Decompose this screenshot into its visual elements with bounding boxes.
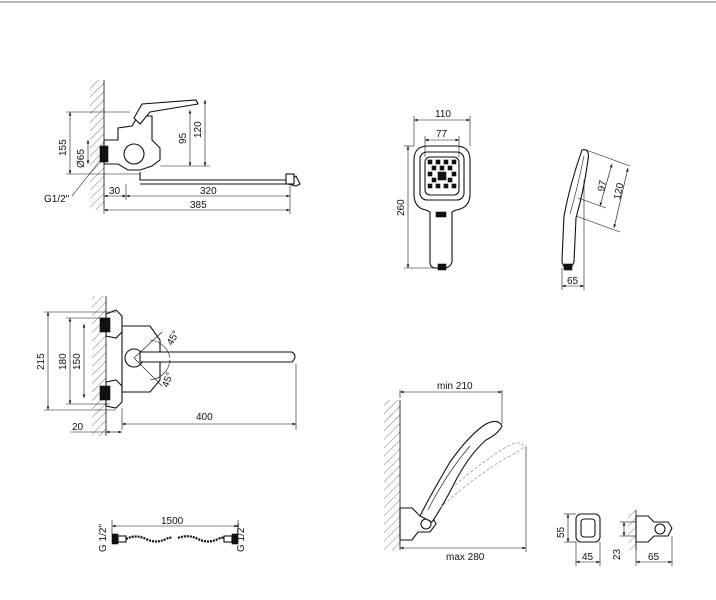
hose-body-left (125, 535, 173, 543)
shower-side-edge (569, 155, 585, 215)
label-max: max 280 (446, 552, 485, 563)
wall-hatch-bracket (628, 510, 636, 550)
holder-view: min 210 max 280 (384, 381, 527, 563)
ext-side-120 (575, 215, 621, 233)
spout-tip-side (285, 173, 295, 185)
spout-top (139, 351, 296, 363)
eccentric-side (99, 145, 109, 163)
label-155: 155 (58, 139, 69, 156)
label-97: 97 (596, 179, 609, 193)
top-view: 45° 45° 215 180 150 400 20 (36, 296, 297, 436)
label-120: 120 (193, 121, 204, 138)
label-385: 385 (190, 200, 207, 211)
wall-hatch-side (90, 80, 104, 210)
bracket-front: 55 45 (556, 513, 601, 566)
label-hose-thread-left: G 1/2" (98, 524, 109, 552)
ext-side-97 (577, 197, 607, 209)
dim-line-120-side (613, 167, 629, 229)
hose-nut-left (111, 533, 119, 545)
ext-side-top (585, 149, 631, 167)
label-23: 23 (612, 548, 623, 560)
hand-shower-side: 97 120 65 (561, 149, 631, 290)
hand-shower-front: 110 77 260 (396, 109, 471, 271)
hose-view: 1500 G 1/2" G 1/2" (98, 516, 247, 552)
angle-ray-bottom (133, 357, 163, 387)
label-65-shower: 65 (567, 276, 579, 287)
spout-side (139, 172, 301, 187)
label-45-bracket: 45 (582, 552, 594, 563)
label-65-bracket: 65 (648, 552, 660, 563)
label-20: 20 (72, 422, 84, 433)
label-1500: 1500 (161, 516, 184, 527)
label-260: 260 (396, 199, 407, 216)
label-55: 55 (556, 526, 567, 538)
lever-side (133, 99, 199, 125)
label-hose-thread-right: G 1/2" (236, 524, 247, 552)
label-thread-side: G1/2" (44, 194, 70, 205)
label-150: 150 (72, 353, 83, 370)
holder-shower-body (419, 420, 503, 523)
hose-nut-right (231, 533, 239, 545)
bracket-front-inner (580, 518, 596, 538)
side-view: 155 Ø65 120 95 G1/2" 30 320 385 (44, 80, 301, 214)
bracket-side-pivot (654, 523, 666, 535)
handle-thread (437, 263, 447, 271)
hose-ferrule-left (117, 535, 127, 543)
label-320: 320 (200, 186, 217, 197)
wall-hatch-top (92, 296, 106, 436)
label-45-bottom: 45° (160, 371, 176, 389)
eccentric-top (99, 317, 111, 333)
label-120-side: 120 (612, 182, 626, 201)
angle-arc-top (149, 339, 171, 359)
mode-button (435, 211, 447, 218)
label-d65: Ø65 (76, 149, 87, 168)
eccentric-bottom (99, 385, 111, 401)
label-45-top: 45° (165, 329, 182, 348)
label-95: 95 (178, 132, 189, 144)
label-110: 110 (435, 109, 451, 120)
angle-arc-bottom (149, 359, 171, 381)
dim-line-97 (599, 163, 613, 207)
mixer-body-side (103, 115, 161, 171)
label-77: 77 (436, 129, 448, 140)
shower-side-outline (561, 149, 589, 269)
label-min: min 210 (437, 381, 473, 392)
bracket-side-body (635, 515, 673, 543)
angle-ray-top (133, 331, 163, 359)
wall-hatch-holder (384, 400, 400, 550)
label-400: 400 (196, 412, 213, 423)
bracket-side: 23 65 (612, 510, 673, 566)
hose-ferrule-right (223, 535, 233, 543)
nozzle-grid (427, 159, 457, 189)
leader-thread (71, 157, 103, 197)
mixer-cartridge-side (123, 143, 145, 165)
label-215: 215 (36, 353, 47, 370)
hose-body-right (177, 535, 225, 543)
label-180: 180 (58, 353, 69, 370)
shower-side-thread (563, 263, 573, 271)
holder-shower-edge (427, 445, 471, 511)
label-30: 30 (109, 186, 121, 197)
holder-shower-alt-position (439, 442, 525, 509)
